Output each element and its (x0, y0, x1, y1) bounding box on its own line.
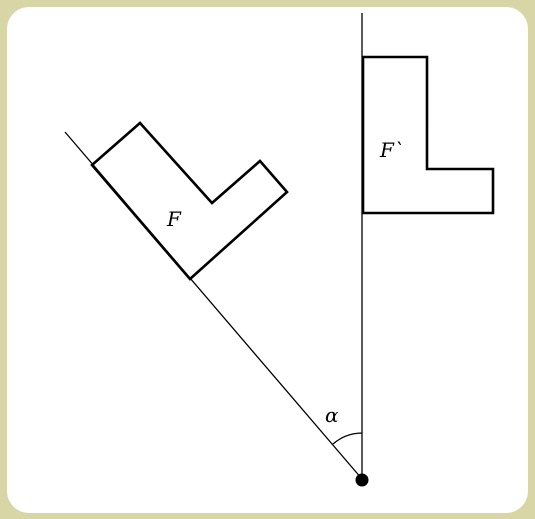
shape-f-rotated (361, 55, 495, 215)
rotation-center-point (355, 473, 369, 487)
rotation-diagram: F F` α (64, 13, 495, 487)
label-f: F (166, 207, 182, 231)
angle-arc (332, 432, 363, 445)
label-alpha: α (325, 403, 339, 427)
shape-f-original (90, 121, 289, 281)
label-f-prime: F` (379, 138, 404, 162)
diagram-card: F F` α (7, 7, 528, 513)
